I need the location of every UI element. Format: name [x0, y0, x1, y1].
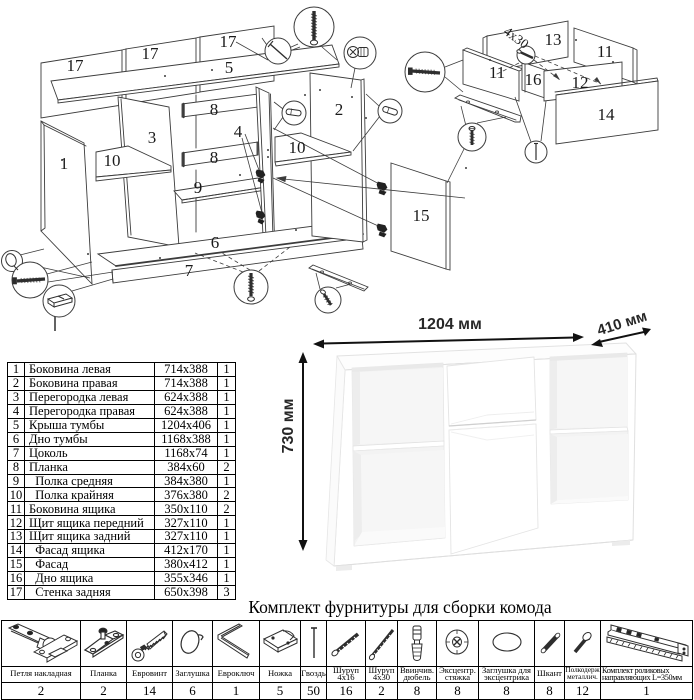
svg-text:17: 17 — [220, 32, 238, 51]
svg-text:15: 15 — [413, 206, 430, 225]
svg-text:2: 2 — [335, 100, 344, 119]
svg-text:10: 10 — [104, 151, 121, 170]
svg-text:13: 13 — [545, 30, 562, 49]
svg-text:6: 6 — [211, 233, 220, 252]
svg-text:17: 17 — [67, 56, 85, 75]
svg-text:3: 3 — [148, 128, 157, 147]
svg-text:730 мм: 730 мм — [280, 399, 297, 454]
svg-text:9: 9 — [194, 178, 203, 197]
svg-text:11: 11 — [597, 42, 613, 61]
svg-text:1: 1 — [60, 154, 69, 173]
svg-text:12: 12 — [572, 73, 589, 92]
svg-text:10: 10 — [289, 138, 306, 157]
svg-text:14: 14 — [598, 105, 616, 124]
svg-text:11: 11 — [489, 63, 505, 82]
svg-text:8: 8 — [210, 148, 219, 167]
svg-text:5: 5 — [225, 58, 234, 77]
svg-text:17: 17 — [142, 44, 160, 63]
svg-text:4: 4 — [234, 122, 243, 141]
svg-text:1204 мм: 1204 мм — [418, 316, 482, 333]
svg-text:7: 7 — [185, 261, 194, 280]
svg-text:16: 16 — [525, 70, 542, 89]
svg-text:8: 8 — [210, 100, 219, 119]
svg-text:410 мм: 410 мм — [595, 308, 649, 340]
